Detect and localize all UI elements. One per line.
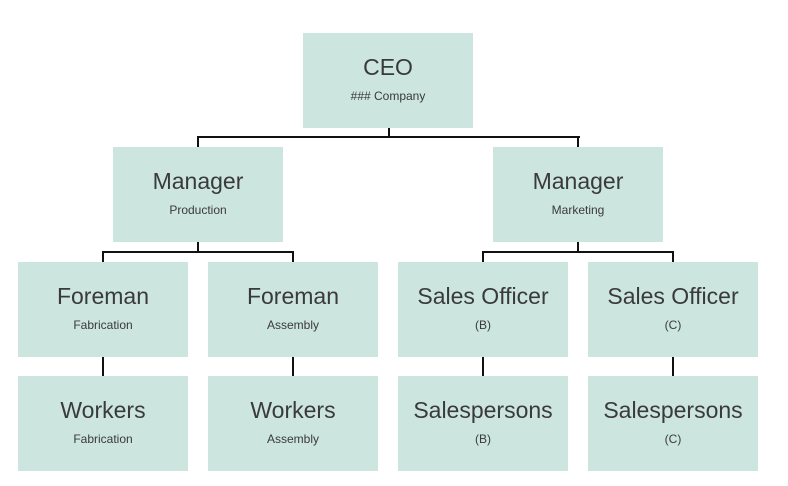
node-title: Manager bbox=[532, 168, 624, 194]
node-manager-marketing: Manager Marketing bbox=[493, 147, 663, 242]
connector-to-mgr-production bbox=[197, 136, 199, 147]
connector-to-foreman-assembly bbox=[292, 251, 294, 262]
connector-to-salespersons-c bbox=[672, 357, 674, 376]
node-subtitle: Marketing bbox=[551, 203, 605, 217]
node-title: Sales Officer bbox=[607, 283, 739, 309]
connector-to-foreman-fabrication bbox=[102, 251, 104, 262]
node-title: Salespersons bbox=[603, 397, 743, 423]
node-subtitle: (B) bbox=[475, 432, 491, 446]
node-title: Manager bbox=[152, 168, 244, 194]
node-foreman-fabrication: Foreman Fabrication bbox=[18, 262, 188, 357]
node-sales-officer-c: Sales Officer (C) bbox=[588, 262, 758, 357]
node-foreman-assembly: Foreman Assembly bbox=[208, 262, 378, 357]
node-ceo: CEO ### Company bbox=[303, 33, 473, 128]
node-title: Salespersons bbox=[413, 397, 553, 423]
node-subtitle: (C) bbox=[664, 432, 682, 446]
connector-level1-bar bbox=[197, 136, 580, 138]
node-title: CEO bbox=[363, 54, 413, 80]
node-subtitle: Fabrication bbox=[73, 318, 133, 332]
node-title: Foreman bbox=[56, 283, 150, 309]
connector-to-mgr-marketing bbox=[577, 136, 579, 147]
connector-to-salespersons-b bbox=[482, 357, 484, 376]
connector-to-workers-assembly bbox=[292, 357, 294, 376]
node-workers-fabrication: Workers Fabrication bbox=[18, 376, 188, 471]
node-subtitle: Fabrication bbox=[73, 432, 133, 446]
node-title: Sales Officer bbox=[417, 283, 549, 309]
node-subtitle: (B) bbox=[475, 318, 491, 332]
node-title: Workers bbox=[60, 397, 146, 423]
node-manager-production: Manager Production bbox=[113, 147, 283, 242]
connector-marketing-bar bbox=[482, 251, 674, 253]
connector-production-stem bbox=[197, 242, 199, 252]
connector-to-sales-officer-b bbox=[482, 251, 484, 262]
node-workers-assembly: Workers Assembly bbox=[208, 376, 378, 471]
node-title: Foreman bbox=[246, 283, 340, 309]
node-salespersons-c: Salespersons (C) bbox=[588, 376, 758, 471]
node-subtitle: ### Company bbox=[350, 89, 426, 103]
node-sales-officer-b: Sales Officer (B) bbox=[398, 262, 568, 357]
node-title: Workers bbox=[250, 397, 336, 423]
connector-ceo-stem bbox=[388, 127, 390, 137]
node-subtitle: Assembly bbox=[266, 318, 319, 332]
connector-production-bar bbox=[102, 251, 294, 253]
connector-marketing-stem bbox=[577, 242, 579, 252]
node-subtitle: Production bbox=[169, 203, 227, 217]
connector-to-workers-fabrication bbox=[102, 357, 104, 376]
connector-to-sales-officer-c bbox=[672, 251, 674, 262]
node-subtitle: (C) bbox=[664, 318, 682, 332]
node-salespersons-b: Salespersons (B) bbox=[398, 376, 568, 471]
node-subtitle: Assembly bbox=[266, 432, 319, 446]
